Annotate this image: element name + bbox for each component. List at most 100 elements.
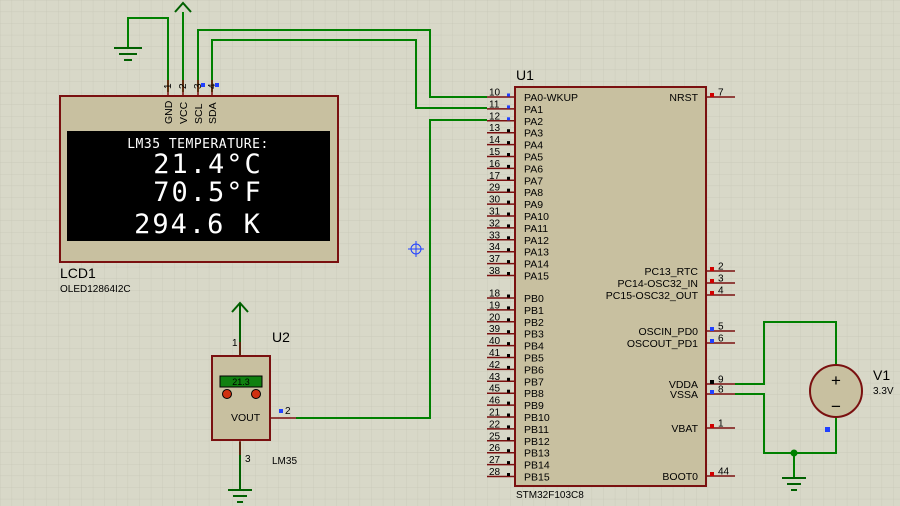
source-plus: + [831,371,841,390]
pin-marker [710,279,714,283]
pin-marker [710,267,714,271]
wire-vout-pa2[interactable] [296,119,487,419]
pin-number: 17 [489,171,501,182]
pin-name: PC15-OSC32_OUT [606,290,699,302]
lcd-module[interactable]: LM35 TEMPERATURE: 21.4°C 70.5°F 294.6 K [59,95,339,263]
lcd-ref: LCD1 [60,265,96,281]
sensor-pin-num-2: 2 [285,406,291,417]
pin-name: PB0 [524,293,544,305]
pin-marker [507,461,510,465]
wire-vssa[interactable] [735,393,837,454]
pin-name: PB3 [524,329,544,341]
wire-vdda[interactable] [735,321,837,385]
wire-sda-pa1[interactable] [211,39,487,109]
pin-number: 13 [489,123,501,134]
lcd-pin-name-gnd: GND [163,100,175,124]
pin-number: 26 [489,443,501,454]
pin-number: 16 [489,159,501,170]
pin-name: PC14-OSC32_IN [617,278,698,290]
pin-marker [507,188,510,192]
pin-number: 45 [489,384,501,395]
sensor-pin-num-1: 1 [232,338,238,349]
pin-number: 22 [489,419,501,430]
pin-name: PA11 [524,223,548,235]
pin-marker [710,380,714,384]
mcu-body[interactable] [514,86,707,487]
pin-name: PB10 [524,412,550,424]
lcd-screen-line-1: LM35 TEMPERATURE: [127,137,269,152]
pin-marker [507,306,510,310]
pin-name: PB6 [524,364,544,376]
sensor-body[interactable] [211,355,271,441]
pin-number: 7 [718,88,724,99]
pin-marker [507,260,510,264]
pin-marker [507,93,510,97]
lcd-pin-numbers: 1 2 3 4 [163,83,218,89]
sensor-button-left[interactable] [222,389,232,399]
pin-marker [507,318,510,322]
pin-number: 30 [489,195,501,206]
sensor-button-right[interactable] [251,389,261,399]
wire-scl-pa0[interactable] [197,29,487,98]
pin-number: 18 [489,289,501,300]
sensor-part: LM35 [272,456,297,467]
pin-name: PA1 [524,104,543,116]
pin-marker [507,401,510,405]
source-pin-marker [825,427,830,432]
pin-number: 9 [718,375,724,386]
pin-number: 37 [489,254,501,265]
pin-number: 27 [489,455,501,466]
pin-number: 10 [489,88,501,99]
wire-lcd-gnd[interactable] [127,17,169,92]
mcu-pin-pb0[interactable]: 18 PB0 [487,289,544,306]
source-body[interactable] [809,364,863,418]
pin-number: 15 [489,147,501,158]
pin-number: 46 [489,396,501,407]
pin-marker [710,339,714,343]
pin-name: PA8 [524,187,543,199]
